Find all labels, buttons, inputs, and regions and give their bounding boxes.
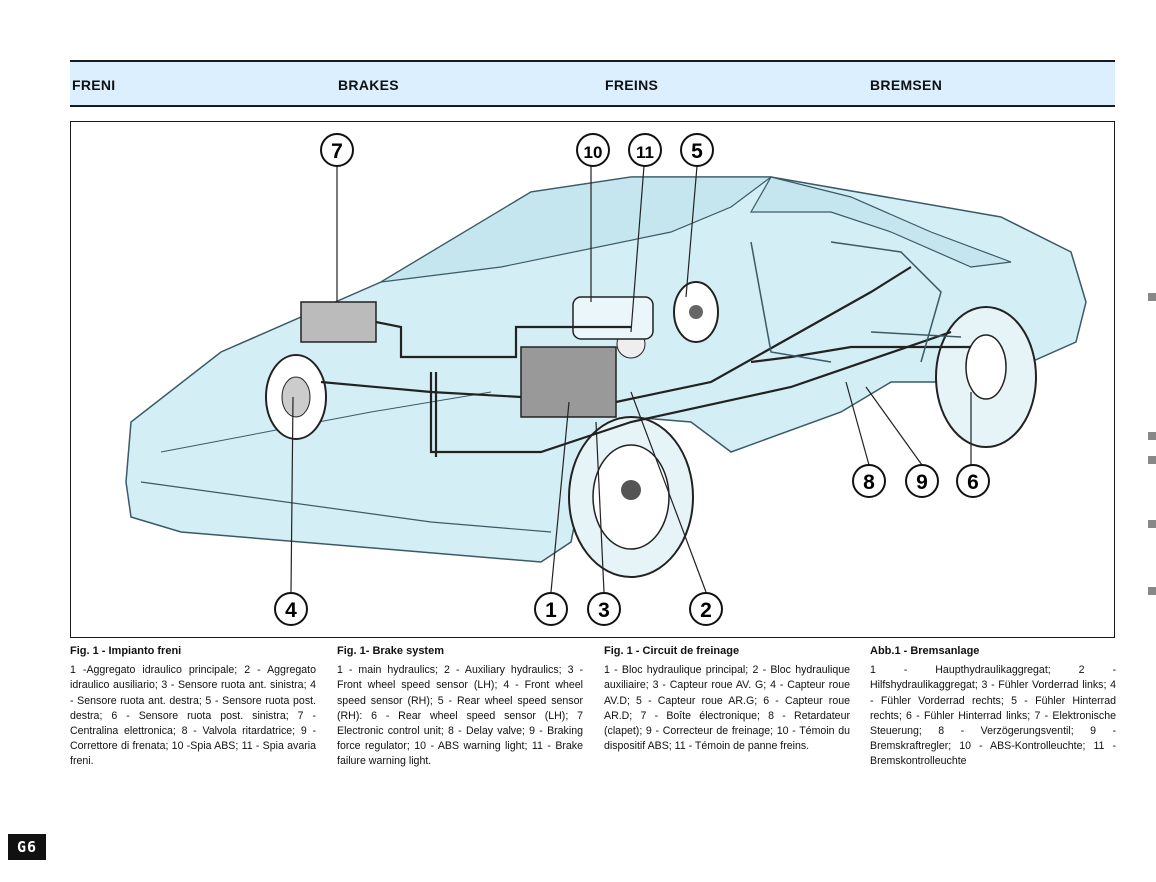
instrument-cluster: [572, 296, 654, 340]
callout-9: 9: [905, 464, 939, 498]
callout-8: 8: [852, 464, 886, 498]
svg-text:2: 2: [700, 599, 712, 622]
svg-text:3: 3: [598, 599, 610, 622]
rear-left-wheel: [935, 306, 1037, 448]
caption-english: Fig. 1- Brake system 1 - main hydraulics…: [337, 644, 583, 770]
caption-body: 1 - main hydraulics; 2 - Auxiliary hydra…: [337, 664, 583, 768]
header-title-french: FREINS: [605, 77, 659, 93]
callout-10: 10: [576, 133, 610, 167]
edge-mark: [1148, 456, 1156, 464]
svg-text:8: 8: [863, 471, 875, 494]
callout-6: 6: [956, 464, 990, 498]
caption-title: Fig. 1 - Impianto freni: [70, 645, 182, 657]
caption-body: 1 -Aggregato idraulico principale; 2 - A…: [70, 664, 316, 768]
svg-text:10: 10: [584, 143, 603, 162]
caption-french: Fig. 1 - Circuit de freinage 1 - Bloc hy…: [604, 644, 850, 754]
side-window: [749, 176, 1012, 268]
caption-german: Abb.1 - Bremsanlage 1 - Haupthydraulikag…: [870, 644, 1116, 770]
callout-1: 1: [534, 592, 568, 626]
caption-body: 1 - Bloc hydraulique principal; 2 - Bloc…: [604, 664, 850, 753]
brake-system-illustration: 7 10 11 5 8 9 6 4: [70, 121, 1115, 638]
svg-text:5: 5: [691, 140, 703, 163]
rear-right-disc: [673, 281, 719, 343]
caption-italian: Fig. 1 - Impianto freni 1 -Aggregato idr…: [70, 644, 316, 770]
caption-title: Fig. 1 - Circuit de freinage: [604, 645, 740, 657]
callout-4: 4: [274, 592, 308, 626]
hood-crease: [160, 391, 492, 453]
svg-text:9: 9: [916, 471, 928, 494]
rear-frame: [750, 241, 962, 363]
callout-3: 3: [587, 592, 621, 626]
svg-text:11: 11: [636, 143, 654, 162]
header-title-german: BREMSEN: [870, 77, 943, 93]
car-brake-diagram: 7 10 11 5 8 9 6 4: [125, 133, 1087, 626]
svg-text:1: 1: [545, 599, 557, 622]
svg-text:4: 4: [285, 599, 297, 622]
front-left-wheel: [568, 416, 694, 578]
page-number-tab: G6: [8, 834, 46, 860]
callout-11: 11: [628, 133, 662, 167]
hood-line: [140, 481, 552, 533]
windshield: [380, 176, 773, 283]
edge-mark: [1148, 520, 1156, 528]
caption-body: 1 - Haupthydraulikaggregat; 2 - Hilfshyd…: [870, 664, 1116, 768]
svg-text:7: 7: [331, 140, 343, 163]
section-header-band: FRENI BRAKES FREINS BREMSEN: [70, 60, 1115, 107]
ecu-unit: [300, 301, 377, 343]
callout-7: 7: [320, 133, 354, 167]
caption-title: Abb.1 - Bremsanlage: [870, 645, 980, 657]
brake-lines: [320, 266, 971, 457]
header-title-italian: FRENI: [72, 77, 116, 93]
callout-leaders: [290, 165, 972, 593]
caption-title: Fig. 1- Brake system: [337, 645, 444, 657]
front-right-disc: [265, 354, 327, 440]
edge-mark: [1148, 587, 1156, 595]
svg-text:6: 6: [967, 471, 979, 494]
edge-mark: [1148, 293, 1156, 301]
edge-mark: [1148, 432, 1156, 440]
callout-5: 5: [680, 133, 714, 167]
header-title-english: BRAKES: [338, 77, 399, 93]
callout-2: 2: [689, 592, 723, 626]
